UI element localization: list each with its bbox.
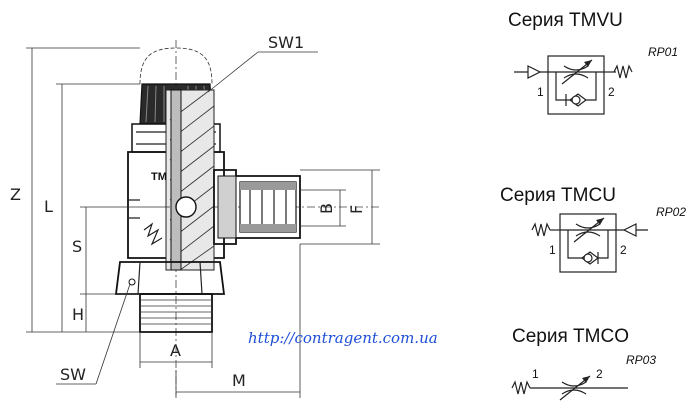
port-2-tmcu: 2: [620, 243, 627, 257]
symbol-tmvu: Серия TMVU RP01 1 2: [508, 10, 678, 115]
dimension-b: B: [317, 203, 336, 214]
dimension-z: Z: [10, 185, 21, 204]
inlet-arrow-icon: [527, 65, 542, 79]
port-1-tmco: 1: [532, 367, 539, 381]
port-2-tmvu: 2: [608, 85, 615, 99]
outlet-arrow-icon: [622, 223, 637, 237]
port-2-tmco: 2: [596, 367, 603, 381]
dimension-s: S: [72, 237, 82, 256]
series-title-tmvu: Серия TMVU: [508, 10, 623, 31]
symbol-tmcu: Серия TMCU RP02 1 2: [500, 185, 686, 273]
flow-passage: [175, 196, 197, 218]
spring-icon: [531, 222, 551, 237]
adjustable-arrow-icon: [596, 218, 604, 225]
spring-icon: [511, 380, 531, 395]
valve-box: [559, 213, 617, 273]
dimension-l: L: [44, 197, 53, 216]
adjustable-arrow-icon: [582, 376, 590, 383]
symbol-tmco: Серия TMCO RP03 1 2: [511, 326, 656, 401]
throttle-icon: [563, 65, 589, 79]
dimension-m: M: [232, 371, 246, 390]
symbol-code-rp03: RP03: [626, 353, 656, 367]
series-title-tmcu: Серия TMCU: [500, 185, 616, 206]
valve-box: [547, 55, 605, 115]
adjusting-stem: [170, 89, 182, 271]
source-url: http://contragent.com.ua: [248, 329, 438, 347]
throttle-icon: [575, 223, 601, 237]
knob-cap-outline: [139, 47, 213, 85]
adjustable-arrow-icon: [584, 60, 592, 67]
push-in-fitting: [213, 169, 301, 245]
valve-drawing: TM: [10, 33, 380, 398]
symbol-code-rp01: RP01: [648, 45, 678, 59]
symbol-code-rp02: RP02: [656, 205, 686, 219]
check-spring: [143, 222, 163, 246]
spring-icon: [613, 64, 633, 79]
hex-nut: [114, 261, 226, 295]
throttle-icon: [561, 381, 587, 395]
body-marking: TM: [151, 171, 167, 183]
port-1-tmvu: 1: [537, 85, 544, 99]
dimension-h: H: [72, 305, 84, 324]
series-title-tmco: Серия TMCO: [512, 326, 629, 347]
dimension-sw1: SW1: [268, 33, 304, 52]
port-1-tmcu: 1: [549, 243, 556, 257]
dimension-f: F: [347, 205, 366, 214]
dimension-a: A: [170, 341, 181, 360]
dimension-sw: SW: [60, 365, 86, 384]
